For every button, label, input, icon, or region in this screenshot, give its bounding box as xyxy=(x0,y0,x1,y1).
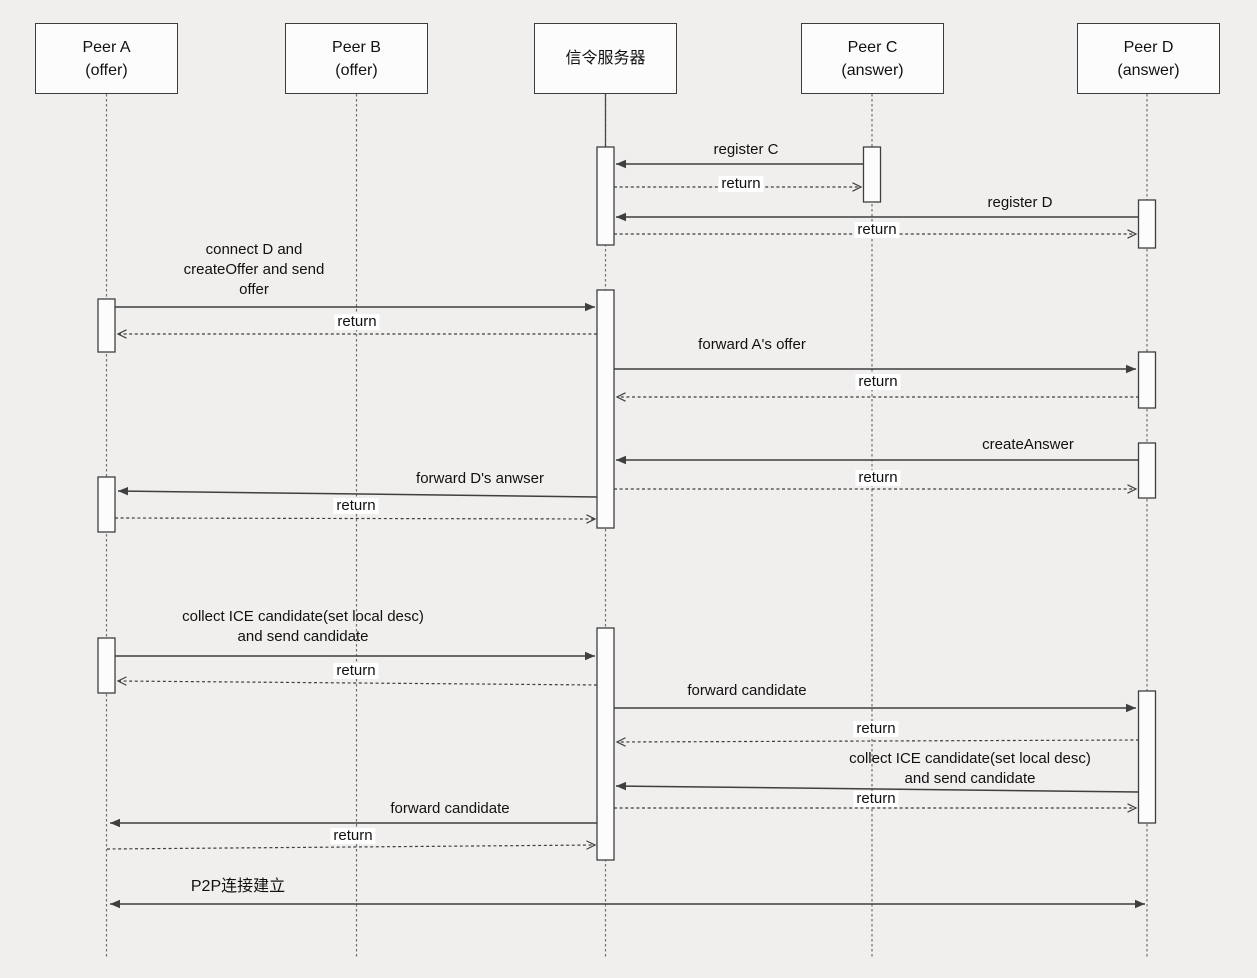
message-label-create-answer-return: return xyxy=(855,470,901,486)
activation-peer-d-1 xyxy=(1137,199,1157,249)
activation-peer-a-2 xyxy=(97,476,116,533)
message-line-forward-d-answer xyxy=(117,486,598,498)
message-label-forward-d-answer-return: return xyxy=(333,498,379,514)
actor-box-server: 信令服务器 xyxy=(534,23,677,94)
message-label-register-c: register C xyxy=(713,141,779,158)
message-label-collect-ice-d-return: return xyxy=(853,791,899,807)
activation-server-3 xyxy=(596,627,615,861)
message-line-forward-candidate-a-return xyxy=(106,840,597,850)
message-label-forward-d-answer: forward D's anwser xyxy=(416,470,544,487)
activation-peer-a-3 xyxy=(97,637,116,694)
message-label-connect-d: connect D and createOffer and send offer xyxy=(183,241,325,298)
message-label-connect-d-return: return xyxy=(334,314,380,330)
message-line-forward-d-answer-return xyxy=(114,514,597,524)
message-label-register-d: register D xyxy=(987,194,1053,211)
message-line-forward-candidate-d-return xyxy=(615,737,1140,747)
activation-server-1 xyxy=(596,146,615,246)
actor-box-peer-b: Peer B (offer) xyxy=(285,23,428,94)
message-label-collect-ice-a-return: return xyxy=(333,663,379,679)
activation-peer-d-3 xyxy=(1137,442,1157,499)
message-label-collect-ice-d: collect ICE candidate(set local desc) an… xyxy=(849,750,1091,787)
message-label-create-answer: createAnswer xyxy=(982,436,1074,453)
message-label-forward-candidate-a: forward candidate xyxy=(390,800,510,817)
activation-peer-c-1 xyxy=(862,146,882,203)
message-label-forward-candidate-d: forward candidate xyxy=(687,682,807,699)
message-label-register-c-return: return xyxy=(718,176,764,192)
message-label-forward-candidate-d-return: return xyxy=(853,721,899,737)
message-label-forward-a-offer-return: return xyxy=(855,374,901,390)
message-label-p2p-established: P2P连接建立 xyxy=(190,878,286,895)
activation-peer-a-1 xyxy=(97,298,116,353)
message-line-collect-ice-a-return xyxy=(116,676,598,686)
message-label-forward-a-offer: forward A's offer xyxy=(698,336,806,353)
message-label-collect-ice-a: collect ICE candidate(set local desc) an… xyxy=(182,608,424,645)
activation-server-2 xyxy=(596,289,615,529)
message-label-register-d-return: return xyxy=(854,222,900,238)
activation-peer-d-4 xyxy=(1137,690,1157,824)
message-label-forward-candidate-a-return: return xyxy=(330,828,376,844)
actor-box-peer-a: Peer A (offer) xyxy=(35,23,178,94)
actor-box-peer-d: Peer D (answer) xyxy=(1077,23,1220,94)
actor-box-peer-c: Peer C (answer) xyxy=(801,23,944,94)
message-line-collect-ice-d xyxy=(615,781,1140,793)
activation-peer-d-2 xyxy=(1137,351,1157,409)
